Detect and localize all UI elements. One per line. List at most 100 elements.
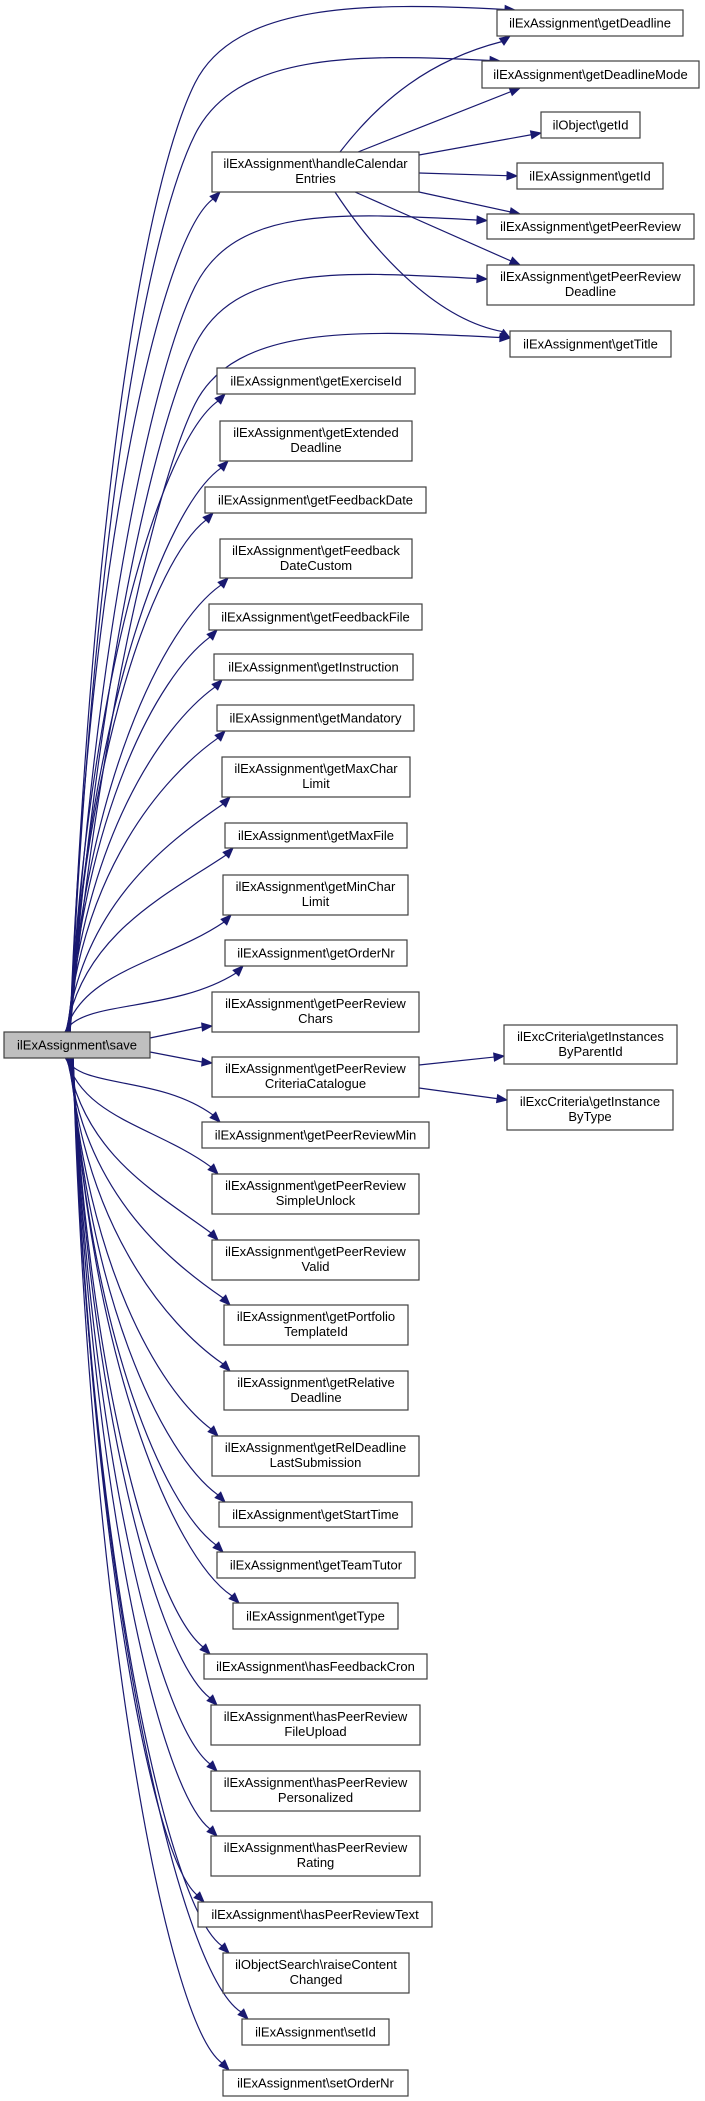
edge-line [72, 1057, 211, 1699]
node-box[interactable] [201, 1121, 430, 1149]
node-box[interactable] [223, 1304, 409, 1346]
node-get-deadline[interactable]: ilExAssignment\getDeadline [496, 9, 684, 37]
node-box[interactable] [210, 1770, 421, 1812]
node-get-feedback-file[interactable]: ilExAssignment\getFeedbackFile [208, 603, 423, 631]
node-box[interactable] [222, 874, 409, 916]
node-box[interactable] [218, 1501, 413, 1528]
edge-line [64, 1057, 214, 1116]
node-get-order-nr[interactable]: ilExAssignment\getOrderNr [224, 939, 408, 967]
node-box[interactable] [213, 653, 414, 681]
node-box[interactable] [3, 1031, 151, 1059]
node-box[interactable] [219, 420, 413, 462]
node-box[interactable] [208, 603, 423, 631]
node-get-team-tutor[interactable]: ilExAssignment\getTeamTutor [216, 1551, 416, 1579]
arrowhead-icon [529, 130, 543, 140]
node-get-peer-review[interactable]: ilExAssignment\getPeerReview [486, 213, 695, 240]
edge-line [72, 1057, 223, 1947]
node-label: ilExAssignment\getFeedback [232, 543, 400, 558]
node-box[interactable] [496, 9, 684, 37]
node-save[interactable]: ilExAssignment\save [3, 1031, 151, 1059]
node-box[interactable] [216, 367, 416, 395]
node-box[interactable] [540, 111, 641, 139]
node-get-max-file[interactable]: ilExAssignment\getMaxFile [224, 822, 408, 849]
node-box[interactable] [211, 1173, 420, 1215]
arrowhead-icon [219, 796, 231, 808]
node-box[interactable] [210, 1704, 421, 1746]
node-box[interactable] [211, 991, 420, 1033]
node-has-peer-review-text[interactable]: ilExAssignment\hasPeerReviewText [197, 1901, 433, 1928]
node-box[interactable] [486, 264, 695, 306]
node-get-title[interactable]: ilExAssignment\getTitle [509, 330, 672, 358]
edge-line [72, 1057, 211, 1830]
node-set-order-nr[interactable]: ilExAssignment\setOrderNr [222, 2069, 409, 2097]
node-box[interactable] [232, 1602, 399, 1630]
node-box[interactable] [481, 60, 700, 89]
edge-line [357, 91, 511, 153]
node-box[interactable] [211, 1239, 420, 1281]
node-box[interactable] [216, 704, 415, 732]
node-label: ilExAssignment\getPortfolio [237, 1309, 395, 1324]
node-box[interactable] [516, 162, 664, 190]
node-box[interactable] [241, 2018, 390, 2046]
node-box[interactable] [224, 939, 408, 967]
node-box[interactable] [221, 756, 411, 798]
arrowhead-icon [217, 577, 229, 589]
node-box[interactable] [222, 2069, 409, 2097]
node-box[interactable] [509, 330, 672, 358]
node-has-feedback-cron[interactable]: ilExAssignment\hasFeedbackCron [203, 1653, 428, 1680]
node-get-instruction[interactable]: ilExAssignment\getInstruction [213, 653, 414, 681]
node-box[interactable] [219, 538, 413, 579]
node-box[interactable] [223, 1370, 409, 1411]
node-box[interactable] [486, 213, 695, 240]
edge-line [69, 400, 219, 1033]
node-get-deadline-mode[interactable]: ilExAssignment\getDeadlineMode [481, 60, 700, 89]
node-label: ilExAssignment\getPeerReview [500, 269, 681, 284]
node-box[interactable] [211, 1056, 420, 1098]
node-box[interactable] [224, 822, 408, 849]
node-box[interactable] [203, 1653, 428, 1680]
node-get-start-time[interactable]: ilExAssignment\getStartTime [218, 1501, 413, 1528]
node-set-id[interactable]: ilExAssignment\setId [241, 2018, 390, 2046]
node-get-feedback-date[interactable]: ilExAssignment\getFeedbackDate [204, 486, 427, 514]
edge-line [66, 1057, 212, 1234]
edge-handle-calendar-entries-to-get-peer-review-deadline [354, 191, 522, 266]
node-get-peer-review-criteria-catalogue[interactable]: ilExAssignment\getPeerReviewCriteriaCata… [211, 1056, 420, 1098]
node-get-peer-review-min[interactable]: ilExAssignment\getPeerReviewMin [201, 1121, 430, 1149]
node-get-mandatory[interactable]: ilExAssignment\getMandatory [216, 704, 415, 732]
node-box[interactable] [204, 486, 427, 514]
node-box[interactable] [503, 1024, 678, 1065]
arrowhead-icon [218, 1942, 230, 1954]
node-get-exercise-id[interactable]: ilExAssignment\getExerciseId [216, 367, 416, 395]
node-box[interactable] [216, 1551, 416, 1579]
node-get-id[interactable]: ilExAssignment\getId [516, 162, 664, 190]
node-box[interactable] [222, 1952, 410, 1994]
node-box[interactable] [211, 151, 420, 193]
node-box[interactable] [197, 1901, 433, 1928]
node-label: ilExAssignment\getInstruction [228, 660, 399, 675]
node-label: ilExAssignment\getId [529, 169, 650, 184]
node-il-object-get-id[interactable]: ilObject\getId [540, 111, 641, 139]
node-box[interactable] [211, 1435, 420, 1477]
node-get-rel-deadline-last-submission[interactable]: ilExAssignment\getRelDeadlineLastSubmiss… [211, 1435, 420, 1477]
node-box[interactable] [506, 1089, 674, 1131]
edge-save-to-set-order-nr [72, 1057, 230, 2071]
node-box[interactable] [210, 1835, 421, 1877]
node-get-type[interactable]: ilExAssignment\getType [232, 1602, 399, 1630]
